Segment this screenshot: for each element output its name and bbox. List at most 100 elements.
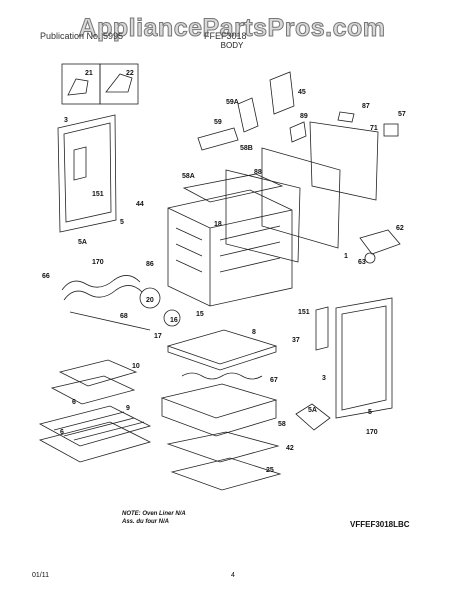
rear-panel-71	[309, 121, 379, 201]
right-door-outer	[335, 297, 393, 419]
left-door-window	[63, 122, 112, 223]
hinge-5a-right	[295, 403, 331, 431]
part-59a	[237, 97, 259, 133]
callout-label: 21	[85, 70, 93, 77]
right-hinge-151	[315, 306, 329, 351]
oven-liner	[167, 189, 293, 307]
callout-label: 151	[298, 309, 310, 316]
callout-label: 66	[42, 273, 50, 280]
page-number: 4	[231, 572, 235, 579]
part-63	[364, 252, 376, 264]
note-line-2: Ass. du four N/A	[122, 519, 170, 525]
callout-label: 89	[300, 113, 308, 120]
callout-label: 45	[298, 89, 306, 96]
callout-label: 57	[398, 111, 406, 118]
callout-label: 170	[92, 259, 104, 266]
rack-wires	[53, 411, 145, 441]
callout-label: 15	[196, 311, 204, 318]
callout-label: 10	[132, 363, 140, 370]
callout-label: 86	[146, 261, 154, 268]
insulation-58-side	[161, 398, 277, 437]
callout-label: 44	[136, 201, 144, 208]
callout-label: 5A	[78, 239, 87, 246]
broiler-pan-10	[58, 359, 138, 387]
part-21-box	[61, 63, 101, 105]
callout-label: 42	[286, 445, 294, 452]
callout-label: 58	[278, 421, 286, 428]
cavity-top-58a	[182, 173, 284, 203]
callout-labels: 21 22 3 45 59A 59 89 87 57 71 58B 88 58A…	[42, 70, 406, 474]
panel-25	[170, 457, 282, 491]
callout-label: 88	[254, 169, 262, 176]
left-door-hinge-plate	[73, 146, 87, 181]
back-wall-58b	[261, 147, 341, 249]
callout-label: 59A	[226, 99, 239, 106]
part-20-circle	[139, 287, 161, 309]
callout-label: 87	[362, 103, 370, 110]
bracket-62	[359, 229, 401, 255]
callout-label: 37	[292, 337, 300, 344]
watermark: AppliancePartsPros.com	[78, 14, 386, 43]
element-66-coil-2	[63, 285, 143, 301]
callout-label: 151	[92, 191, 104, 198]
callout-label: 8	[252, 329, 256, 336]
callout-label: 58A	[182, 173, 195, 180]
callout-label: 5	[368, 409, 372, 416]
callout-label: 71	[370, 125, 378, 132]
panel-42	[166, 431, 280, 463]
element-68-wire	[69, 311, 151, 331]
part-87	[337, 111, 355, 123]
part-16-circle	[163, 309, 181, 327]
callout-label: 5A	[308, 407, 317, 414]
part-57	[383, 123, 399, 137]
callout-label: 63	[358, 259, 366, 266]
callout-label: 68	[120, 313, 128, 320]
publication-number: Publication No. 5995	[40, 31, 124, 41]
insulation-88	[225, 169, 301, 263]
broiler-pan-9	[50, 375, 136, 405]
left-door-outer	[57, 114, 117, 233]
callout-label: 6	[60, 429, 64, 436]
footer-date: 01/11	[32, 572, 49, 579]
callout-label: 67	[270, 377, 278, 384]
callout-label: 170	[366, 429, 378, 436]
part-89	[289, 121, 307, 143]
part-45	[269, 71, 295, 115]
part-22-box	[99, 63, 139, 105]
callout-label: 62	[396, 225, 404, 232]
callout-label: 25	[266, 467, 274, 474]
oven-liner-racks-left	[175, 227, 203, 273]
oven-liner-racks-right	[219, 225, 281, 273]
element-66-coil-1	[61, 275, 141, 291]
callout-label: 59	[214, 119, 222, 126]
part-21-shape	[67, 78, 89, 96]
note-line-1: NOTE: Oven Liner N/A	[122, 511, 186, 517]
callout-label: 22	[126, 70, 134, 77]
diagram-code: VFFEF3018LBC	[350, 520, 410, 529]
callout-label: 16	[170, 317, 178, 324]
callout-label: 6	[72, 399, 76, 406]
callout-label: 9	[126, 405, 130, 412]
model-number: FFEF3018	[204, 31, 247, 41]
oven-liner-edges	[167, 207, 293, 306]
insulation-58-top	[160, 383, 278, 419]
callout-label: 20	[146, 297, 154, 304]
oven-liner-note: NOTE: Oven Liner N/A Ass. du four N/A	[122, 510, 186, 526]
callout-label: 5	[120, 219, 124, 226]
oven-rack-6-b	[38, 421, 152, 463]
callout-label: 3	[64, 117, 68, 124]
callout-label: 18	[214, 221, 222, 228]
element-67	[181, 372, 263, 380]
callout-label: 58B	[240, 145, 253, 152]
oven-rack-6-a	[38, 405, 152, 447]
right-door-window	[341, 305, 387, 411]
part-8-top	[166, 329, 278, 365]
callout-label: 1	[344, 253, 348, 260]
page-header: AppliancePartsPros.com Publication No. 5…	[0, 8, 464, 44]
part-22-shape	[105, 73, 133, 93]
callout-label: 3	[322, 375, 326, 382]
part-8-side	[167, 346, 277, 371]
section-title: BODY	[220, 41, 244, 50]
part-59	[197, 127, 239, 151]
